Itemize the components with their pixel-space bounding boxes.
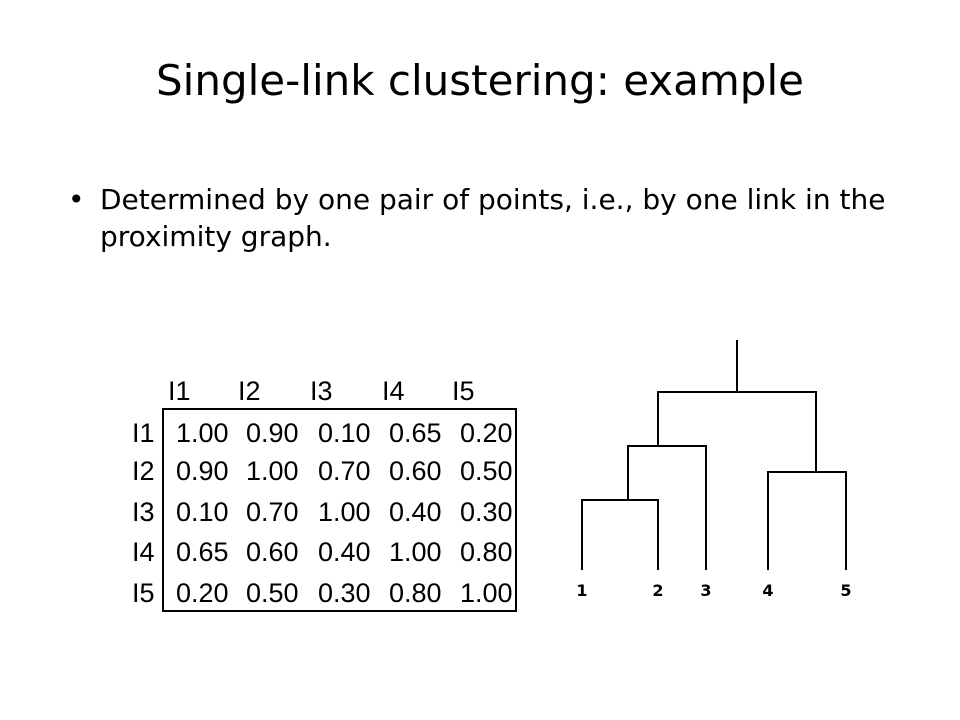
bullet-text: Determined by one pair of points, i.e., …: [100, 183, 886, 253]
matrix-cell: 0.60: [389, 456, 442, 486]
matrix-cell: 0.20: [176, 578, 229, 608]
matrix-cell: 0.40: [318, 537, 371, 567]
leaf-label: 3: [700, 581, 711, 600]
matrix-row-header: I3: [132, 497, 155, 527]
bullet-list: • Determined by one pair of points, i.e.…: [64, 182, 904, 256]
matrix-column-header: I3: [310, 376, 333, 406]
matrix-cell: 0.80: [460, 537, 513, 567]
leaf-label: 4: [762, 581, 773, 600]
matrix-cell: 0.70: [246, 497, 299, 527]
matrix-row-header: I1: [132, 418, 155, 448]
matrix-cell: 0.10: [318, 418, 371, 448]
matrix-column-header: I2: [238, 376, 261, 406]
matrix-cell: 1.00: [318, 497, 371, 527]
matrix-cell: 1.00: [389, 537, 442, 567]
matrix-row-header: I4: [132, 537, 155, 567]
matrix-cell: 0.30: [460, 497, 513, 527]
dendrogram-branch: [767, 471, 847, 570]
matrix-cell: 0.80: [389, 578, 442, 608]
matrix-cell: 0.60: [246, 537, 299, 567]
matrix-cell: 0.65: [176, 537, 229, 567]
matrix-cell: 0.50: [246, 578, 299, 608]
matrix-column-header: I4: [382, 376, 405, 406]
slide-title: Single-link clustering: example: [156, 56, 804, 105]
matrix-cell: 1.00: [176, 418, 229, 448]
matrix-cell: 0.50: [460, 456, 513, 486]
bullet-dot: •: [68, 183, 85, 216]
matrix-cell: 0.70: [318, 456, 371, 486]
matrix-column-header: I5: [452, 376, 475, 406]
dendrogram-branch: [581, 499, 659, 570]
matrix-cell: 0.65: [389, 418, 442, 448]
matrix-cell: 0.90: [176, 456, 229, 486]
matrix-column-header: I1: [168, 376, 191, 406]
matrix-cell: 0.40: [389, 497, 442, 527]
dendrogram-branch: [657, 391, 817, 472]
leaf-label: 2: [652, 581, 663, 600]
dendrogram-branch: [627, 445, 707, 570]
bullet-item: • Determined by one pair of points, i.e.…: [64, 182, 904, 256]
matrix-cell: 0.90: [246, 418, 299, 448]
matrix-cell: 0.30: [318, 578, 371, 608]
matrix-border: [162, 408, 517, 612]
leaf-label: 5: [840, 581, 851, 600]
matrix-cell: 0.10: [176, 497, 229, 527]
matrix-row-header: I2: [132, 456, 155, 486]
matrix-cell: 1.00: [246, 456, 299, 486]
matrix-row-header: I5: [132, 578, 155, 608]
matrix-cell: 0.20: [460, 418, 513, 448]
matrix-cell: 1.00: [460, 578, 513, 608]
leaf-label: 1: [576, 581, 587, 600]
